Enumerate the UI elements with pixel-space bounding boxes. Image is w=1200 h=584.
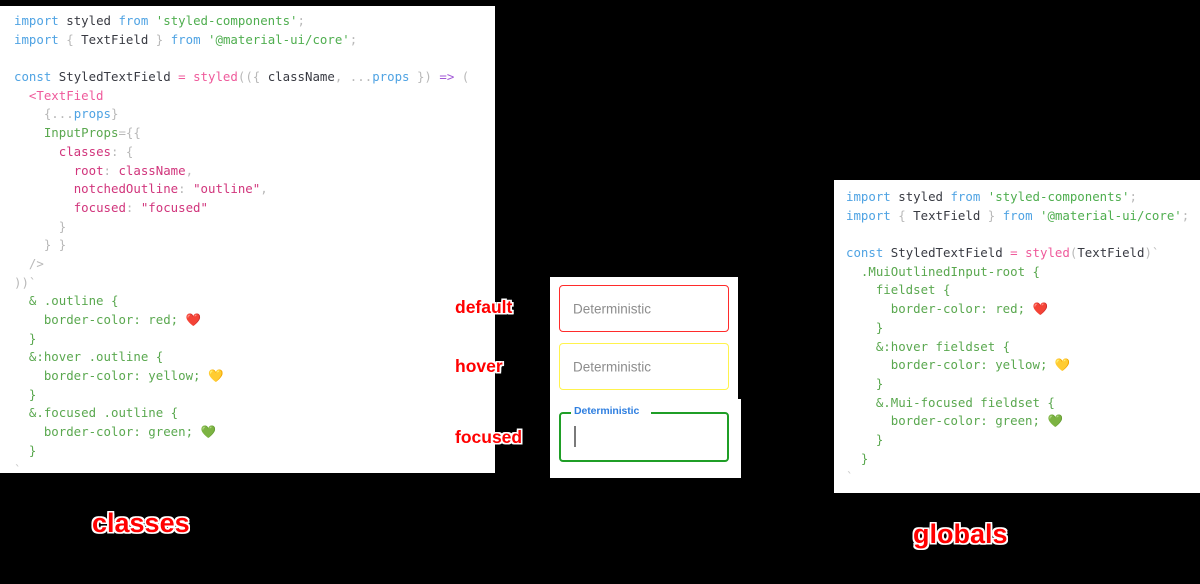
textfield-hover[interactable]: Deterministic bbox=[559, 343, 729, 390]
code-line: {...props} bbox=[43, 106, 119, 122]
code-line: } bbox=[860, 450, 869, 466]
outline-notch bbox=[571, 412, 651, 414]
code-line: } } bbox=[43, 237, 67, 253]
code-line: notchedOutline: "outline", bbox=[73, 181, 268, 197]
code-line: } bbox=[875, 319, 884, 335]
red-heart-icon: ❤️ bbox=[1032, 301, 1048, 317]
textfield-default-value: Deterministic bbox=[573, 301, 652, 316]
code-line: .MuiOutlinedInput-root { bbox=[860, 263, 1040, 279]
code-line: & .outline { bbox=[28, 293, 119, 309]
code-line: ` bbox=[14, 461, 22, 474]
caption-globals: globals bbox=[913, 519, 1008, 549]
code-line: border-color: green; 💚 bbox=[43, 424, 216, 440]
code-line: root: className, bbox=[73, 162, 194, 178]
code-line: import { TextField } from '@material-ui/… bbox=[846, 207, 1190, 223]
code-line: border-color: yellow; 💛 bbox=[890, 357, 1071, 373]
textfield-floating-label: Deterministic bbox=[574, 405, 640, 417]
annotation-focused: focused bbox=[455, 427, 523, 447]
code-line: } bbox=[28, 442, 37, 458]
green-heart-icon: 💚 bbox=[1047, 413, 1063, 429]
text-caret bbox=[574, 426, 576, 447]
code-panel-classes: import styled from 'styled-components'; … bbox=[0, 6, 495, 473]
code-line: border-color: green; 💚 bbox=[890, 413, 1063, 429]
code-line: import { TextField } from '@material-ui/… bbox=[14, 31, 358, 47]
code-line: border-color: red; ❤️ bbox=[43, 312, 202, 327]
code-line: &:hover .outline { bbox=[28, 349, 164, 365]
code-line: } bbox=[28, 386, 37, 402]
code-line: &.focused .outline { bbox=[28, 405, 179, 421]
annotation-hover: hover bbox=[455, 356, 503, 376]
code-line: import styled from 'styled-components'; bbox=[14, 13, 305, 28]
code-line: const StyledTextField = styled(({ classN… bbox=[14, 69, 470, 85]
code-line: &:hover fieldset { bbox=[875, 338, 1011, 354]
red-heart-icon: ❤️ bbox=[185, 312, 202, 327]
code-line bbox=[14, 49, 495, 68]
annotation-default: default bbox=[455, 297, 513, 317]
code-line: import styled from 'styled-components'; bbox=[846, 189, 1137, 204]
code-line: /> bbox=[28, 255, 44, 271]
code-line: focused: "focused" bbox=[73, 199, 208, 215]
textfield-default[interactable]: Deterministic bbox=[559, 285, 729, 332]
code-line: ))` bbox=[14, 274, 37, 290]
yellow-heart-icon: 💛 bbox=[1054, 357, 1071, 373]
code-line: &.Mui-focused fieldset { bbox=[875, 394, 1055, 410]
code-line bbox=[846, 225, 1200, 244]
code-line: } bbox=[875, 431, 884, 447]
code-line: fieldset { bbox=[875, 282, 951, 298]
caption-classes: classes bbox=[92, 508, 190, 538]
code-line: ` bbox=[846, 469, 854, 485]
code-line: ; bbox=[846, 487, 1200, 493]
textfield-focused[interactable]: Deterministic bbox=[559, 405, 729, 462]
textfield-hover-value: Deterministic bbox=[573, 359, 652, 374]
code-line: } bbox=[28, 330, 37, 346]
code-line: <TextField bbox=[28, 87, 104, 103]
code-line: border-color: yellow; 💛 bbox=[43, 368, 224, 384]
code-line: } bbox=[875, 375, 884, 391]
code-line: InputProps={{ bbox=[43, 125, 141, 141]
green-heart-icon: 💚 bbox=[200, 424, 216, 440]
yellow-heart-icon: 💛 bbox=[207, 368, 224, 384]
code-line: } bbox=[58, 218, 67, 234]
code-line: border-color: red; ❤️ bbox=[890, 301, 1048, 317]
code-line: const StyledTextField = styled(TextField… bbox=[846, 245, 1160, 261]
code-line: classes: { bbox=[58, 143, 134, 159]
code-panel-globals: import styled from 'styled-components'; … bbox=[834, 180, 1200, 493]
